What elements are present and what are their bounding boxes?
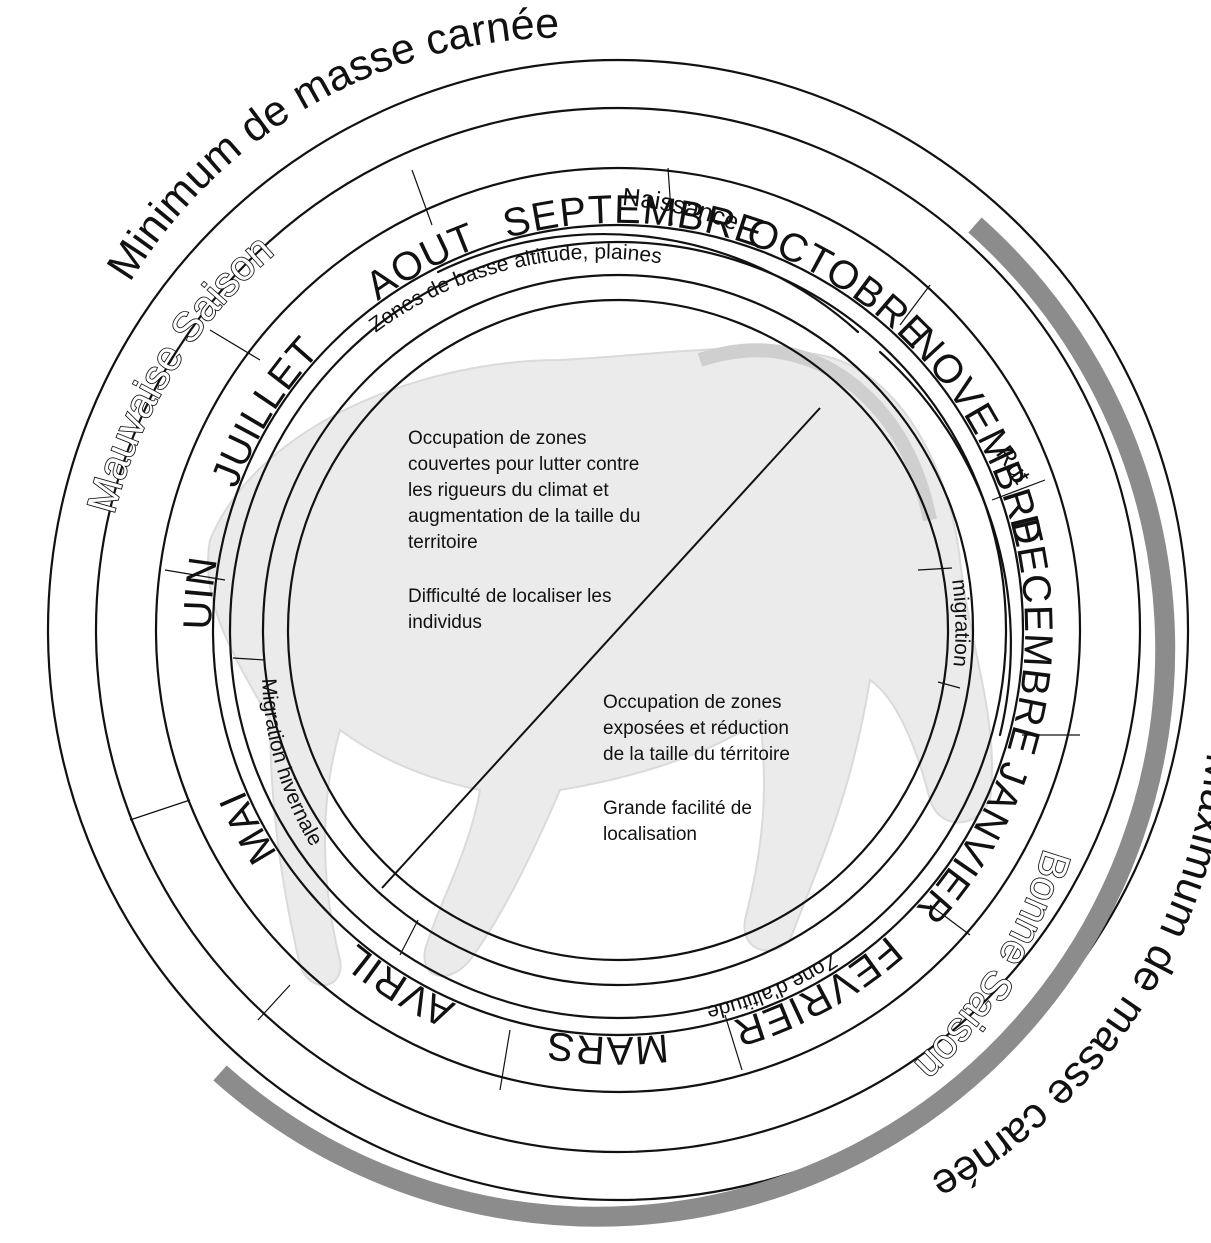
ring-2: [94, 106, 1142, 1154]
month-label-dec: DECEMBRE: [998, 511, 1060, 760]
svg-text:de la taille du térritoire: de la taille du térritoire: [603, 744, 790, 765]
zone-ring-inner: [286, 298, 950, 962]
rut-arc: [878, 350, 1012, 737]
month-label-oct: OCTOBRE: [741, 210, 939, 358]
svg-text:exposées et réduction: exposées et réduction: [603, 718, 789, 739]
horse-sketch: [207, 343, 993, 986]
svg-text:augmentation de la taille du: augmentation de la taille du: [408, 506, 640, 527]
svg-text:Grande facilité de: Grande facilité de: [603, 798, 752, 819]
outer-ring: [46, 58, 1190, 1202]
migration-label: migration: [947, 578, 973, 668]
month-ring-outer: [154, 166, 1082, 1094]
divider-line: [381, 407, 821, 889]
svg-text:Occupation de zones: Occupation de zones: [603, 692, 782, 713]
svg-text:localisation: localisation: [603, 824, 697, 845]
zone-ring-outer: [261, 273, 975, 987]
ring-4: [228, 240, 1008, 1020]
svg-text:individus: individus: [408, 612, 482, 633]
svg-text:couvertes pour lutter contre: couvertes pour lutter contre: [408, 454, 639, 475]
month-label-mar: MARS: [544, 1022, 671, 1072]
center-bottom-text: Occupation de zones exposées et réductio…: [603, 692, 790, 845]
max-band: [213, 217, 1176, 1227]
birth-arc: [436, 233, 860, 334]
month-ring-inner: [211, 223, 1025, 1037]
month-separators: [129, 167, 1080, 1091]
center-top-text: Occupation de zones couvertes pour lutte…: [408, 428, 640, 633]
svg-text:Occupation de zones: Occupation de zones: [408, 428, 587, 449]
svg-text:Difficulté de localiser les: Difficulté de localiser les: [408, 586, 611, 607]
svg-text:les rigueurs du climat et: les rigueurs du climat et: [408, 480, 609, 501]
svg-text:territoire: territoire: [408, 532, 478, 553]
